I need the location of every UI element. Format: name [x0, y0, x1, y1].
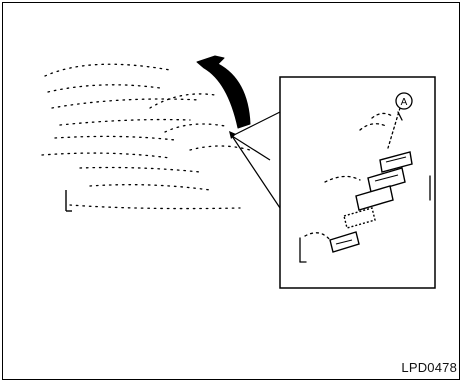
callout-label: A — [401, 97, 408, 108]
curved-removal-arrow-icon — [196, 55, 251, 129]
detail-inset — [279, 76, 436, 289]
fuse-holder-detail — [299, 107, 431, 263]
figure-code-label: LPD0478 — [401, 360, 457, 375]
circled-letter-callout: A — [395, 92, 413, 110]
dashboard-panel-sketch — [41, 63, 251, 210]
panel-edge — [65, 190, 72, 212]
pointer-tip — [229, 131, 236, 139]
fuse-icon — [329, 151, 413, 253]
